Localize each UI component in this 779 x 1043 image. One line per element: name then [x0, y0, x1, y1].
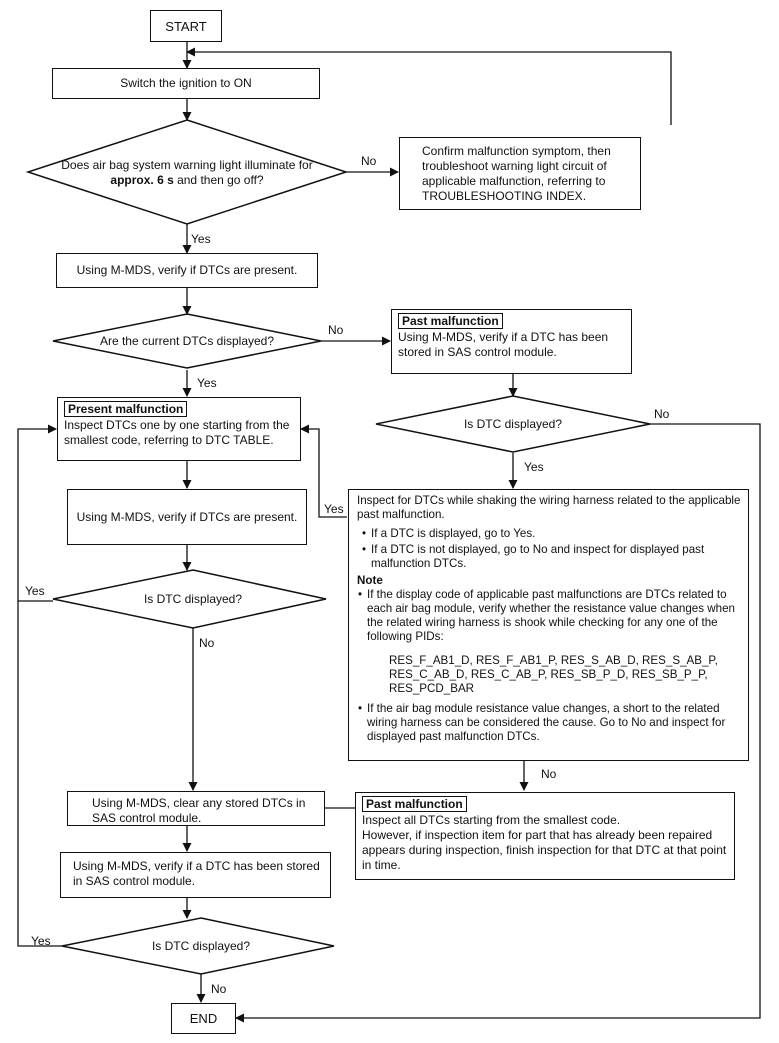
diamond-q-right	[375, 395, 651, 453]
note-list: If the display code of applicable past m…	[357, 588, 742, 744]
q-left-label: Is DTC displayed?	[143, 591, 243, 606]
past2-text1: Inspect all DTCs starting from the small…	[362, 813, 621, 827]
loop-q-bottom-yes-to-present	[17, 601, 62, 947]
end-label: END	[189, 1011, 218, 1026]
branch-warn-no: No	[361, 154, 377, 168]
diamond-q-warning	[25, 119, 349, 225]
end-terminal: END	[171, 1003, 236, 1034]
present-tag: Present malfunction	[64, 401, 188, 417]
ignition-text: Switch the ignition to ON	[120, 76, 252, 90]
branch-left-yes: Yes	[25, 584, 45, 598]
branch-shake-yes: Yes	[324, 502, 344, 516]
start-label: START	[165, 18, 207, 34]
shake-intro: Inspect for DTCs while shaking the wirin…	[357, 494, 741, 521]
past1-tag: Past malfunction	[398, 313, 503, 329]
shake-bullet: If a DTC is not displayed, go to No and …	[362, 543, 742, 571]
note-title: Note	[357, 574, 383, 587]
branch-left-no: No	[199, 636, 215, 650]
branch-right-no: No	[654, 407, 670, 421]
diamond-q-bottom	[61, 917, 335, 975]
verify3-box: Using M-MDS, verify if a DTC has been st…	[60, 852, 331, 898]
present-text: Inspect DTCs one by one starting from th…	[64, 418, 290, 447]
branch-current-no: No	[328, 323, 344, 337]
branch-current-yes: Yes	[197, 376, 217, 390]
line-shake-yes-to-present	[300, 424, 347, 518]
line-q-right-no-to-end	[235, 423, 761, 1023]
clear-box: Using M-MDS, clear any stored DTCs in SA…	[67, 791, 325, 826]
verify1-text: Using M-MDS, verify if DTCs are present.	[76, 263, 298, 277]
clear-text: Using M-MDS, clear any stored DTCs in SA…	[92, 796, 306, 825]
shake-bullet: If a DTC is displayed, go to Yes.	[362, 527, 742, 541]
note-item: If the air bag module resistance value c…	[358, 702, 742, 744]
q-right-label: Is DTC displayed?	[463, 416, 563, 431]
past2-text2: However, if inspection item for part tha…	[362, 828, 727, 872]
loop-q-left-yes-to-present	[17, 424, 57, 602]
branch-warn-yes: Yes	[191, 232, 211, 246]
past1-box: Past malfunction Using M-MDS, verify if …	[391, 309, 632, 374]
confirm-text: Confirm malfunction symptom, then troubl…	[422, 144, 611, 203]
start-terminal: START	[150, 10, 222, 42]
branch-right-yes: Yes	[524, 460, 544, 474]
past2-box: Past malfunction Inspect all DTCs starti…	[355, 792, 735, 880]
branch-bottom-yes: Yes	[31, 934, 51, 948]
diamond-q-left	[52, 569, 327, 629]
past2-tag: Past malfunction	[362, 796, 467, 812]
ignition-box: Switch the ignition to ON	[52, 68, 320, 99]
past1-text: Using M-MDS, verify if a DTC has been st…	[398, 330, 609, 359]
shake-bullets: If a DTC is displayed, go to Yes. If a D…	[357, 527, 742, 571]
confirm-box: Confirm malfunction symptom, then troubl…	[399, 137, 641, 210]
q-warning-label: Does air bag system warning light illumi…	[61, 158, 313, 187]
inspect-shake-box: Inspect for DTCs while shaking the wirin…	[348, 489, 749, 761]
pid-list: RES_F_AB1_D, RES_F_AB1_P, RES_S_AB_D, RE…	[389, 654, 718, 695]
verify2-box: Using M-MDS, verify if DTCs are present.	[67, 489, 307, 545]
q-current-label: Are the current DTCs displayed?	[99, 333, 275, 348]
loop-confirm-to-ignition	[186, 47, 672, 125]
verify2-text: Using M-MDS, verify if DTCs are present.	[76, 509, 298, 524]
branch-shake-no: No	[541, 767, 557, 781]
verify1-box: Using M-MDS, verify if DTCs are present.	[56, 253, 318, 288]
branch-bottom-no: No	[211, 982, 227, 996]
note-item: If the display code of applicable past m…	[358, 588, 742, 700]
present-box: Present malfunction Inspect DTCs one by …	[57, 397, 301, 461]
verify3-text: Using M-MDS, verify if a DTC has been st…	[73, 859, 320, 888]
diamond-q-current	[52, 313, 322, 369]
q-bottom-label: Is DTC displayed?	[151, 938, 251, 953]
